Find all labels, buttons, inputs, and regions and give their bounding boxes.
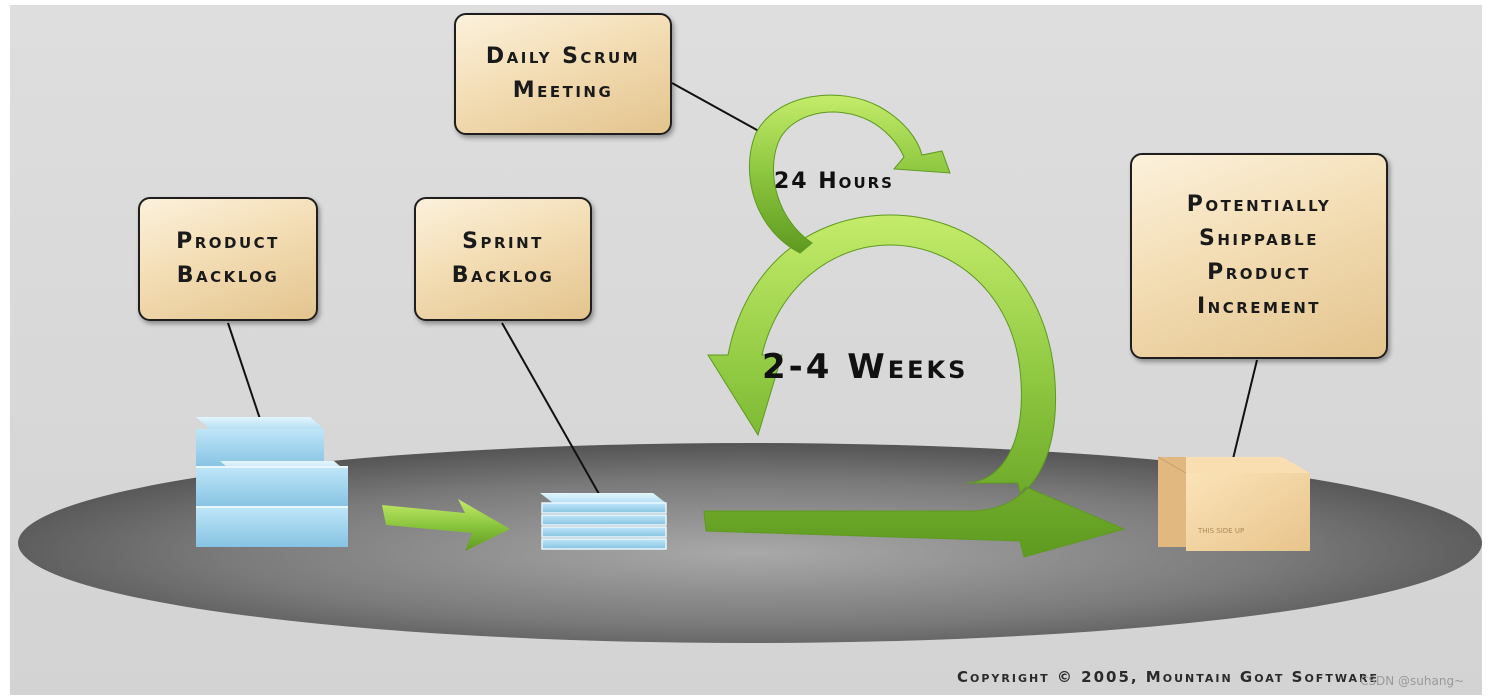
daily-scrum-label: Daily Scrum Meeting [486, 40, 640, 108]
sprint-backlog-stack [540, 493, 666, 549]
sprint-backlog-callout: Sprint Backlog [414, 197, 592, 321]
box-label: THIS SIDE UP [1198, 527, 1244, 535]
sprint-cycle-label: 2-4 Weeks [762, 347, 968, 387]
diagram-canvas: THIS SIDE UP Daily Scrum Meeting Product… [10, 5, 1482, 695]
leader-lines [228, 83, 1257, 505]
increment-leader [1232, 360, 1257, 463]
shippable-box [1158, 457, 1310, 551]
sprint-backlog-label: Sprint Backlog [452, 225, 555, 293]
daily-cycle-label: 24 Hours [774, 169, 894, 194]
product-backlog-stack [196, 417, 348, 547]
product-backlog-callout: Product Backlog [138, 197, 318, 321]
daily-scrum-leader [672, 83, 766, 135]
product-backlog-label: Product Backlog [176, 225, 280, 293]
daily-scrum-callout: Daily Scrum Meeting [454, 13, 672, 135]
increment-callout: Potentially Shippable Product Increment [1130, 153, 1388, 359]
product-backlog-leader [228, 323, 262, 425]
watermark: CSDN @suhang~ [1360, 674, 1464, 688]
copyright-notice: Copyright © 2005, Mountain Goat Software [957, 668, 1379, 686]
increment-label: Potentially Shippable Product Increment [1187, 188, 1331, 324]
